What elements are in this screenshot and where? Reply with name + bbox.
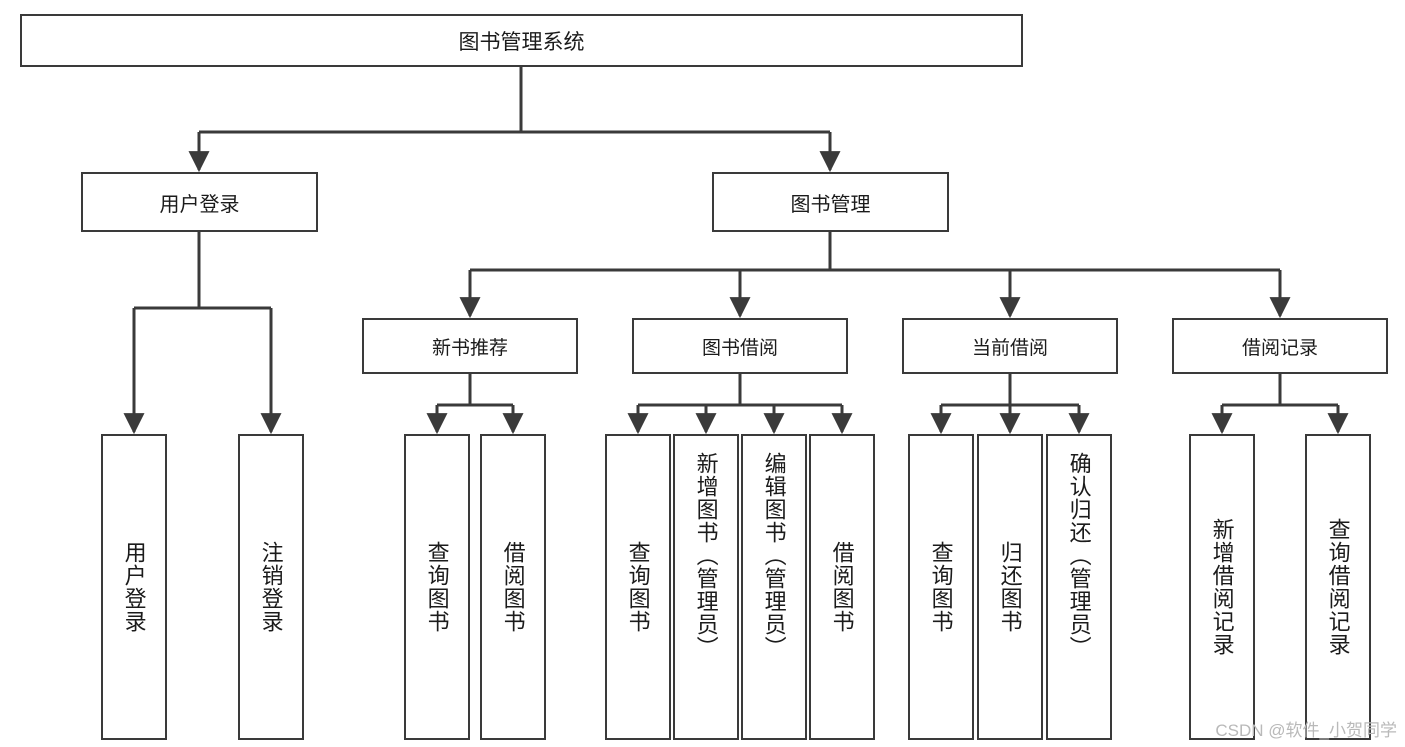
node-root-label: 图书管理系统 bbox=[458, 30, 585, 54]
leaf-label: 注销登录 bbox=[258, 541, 284, 633]
leaf-label: 查询图书 bbox=[928, 541, 954, 633]
node-borrow-record-label: 借阅记录 bbox=[1241, 337, 1318, 359]
leaf-label: 编辑图书（管理员） bbox=[761, 452, 787, 659]
node-root[interactable]: 图书管理系统 bbox=[20, 14, 1023, 67]
leaf-label: 新增图书（管理员） bbox=[693, 452, 719, 659]
node-user-login[interactable]: 用户登录 bbox=[81, 172, 318, 232]
leaf-current-borrow-confirm-return[interactable]: 确认归还（管理员） bbox=[1046, 434, 1112, 740]
node-user-login-label: 用户登录 bbox=[159, 193, 240, 216]
csdn-watermark: CSDN @软件_小贺同学 bbox=[1215, 721, 1397, 740]
leaf-borrow-record-add[interactable]: 新增借阅记录 bbox=[1189, 434, 1255, 740]
leaf-current-borrow-return[interactable]: 归还图书 bbox=[977, 434, 1043, 740]
leaf-borrow-record-query[interactable]: 查询借阅记录 bbox=[1305, 434, 1371, 740]
leaf-book-borrow-query[interactable]: 查询图书 bbox=[605, 434, 671, 740]
leaf-label: 新增借阅记录 bbox=[1209, 518, 1235, 656]
node-book-borrow-label: 图书借阅 bbox=[701, 337, 778, 359]
leaf-new-book-borrow[interactable]: 借阅图书 bbox=[480, 434, 546, 740]
leaf-label: 归还图书 bbox=[997, 541, 1023, 633]
leaf-label: 查询图书 bbox=[424, 541, 450, 633]
node-book-management-label: 图书管理 bbox=[790, 193, 871, 216]
node-new-book-recommend[interactable]: 新书推荐 bbox=[362, 318, 578, 374]
leaf-label: 查询图书 bbox=[625, 541, 651, 633]
node-current-borrow-label: 当前借阅 bbox=[971, 337, 1048, 359]
node-book-borrow[interactable]: 图书借阅 bbox=[632, 318, 848, 374]
leaf-new-book-query[interactable]: 查询图书 bbox=[404, 434, 470, 740]
leaf-user-login-login[interactable]: 用户登录 bbox=[101, 434, 167, 740]
leaf-current-borrow-query[interactable]: 查询图书 bbox=[908, 434, 974, 740]
leaf-label: 查询借阅记录 bbox=[1325, 518, 1351, 656]
node-current-borrow[interactable]: 当前借阅 bbox=[902, 318, 1118, 374]
leaf-user-login-logout[interactable]: 注销登录 bbox=[238, 434, 304, 740]
node-new-book-recommend-label: 新书推荐 bbox=[431, 337, 508, 359]
leaf-label: 借阅图书 bbox=[829, 541, 855, 633]
leaf-book-borrow-edit[interactable]: 编辑图书（管理员） bbox=[741, 434, 807, 740]
node-borrow-record[interactable]: 借阅记录 bbox=[1172, 318, 1388, 374]
leaf-label: 借阅图书 bbox=[500, 541, 526, 633]
leaf-label: 确认归还（管理员） bbox=[1066, 452, 1092, 659]
leaf-book-borrow-add[interactable]: 新增图书（管理员） bbox=[673, 434, 739, 740]
leaf-label: 用户登录 bbox=[121, 541, 147, 633]
leaf-book-borrow-borrow[interactable]: 借阅图书 bbox=[809, 434, 875, 740]
node-book-management[interactable]: 图书管理 bbox=[712, 172, 949, 232]
